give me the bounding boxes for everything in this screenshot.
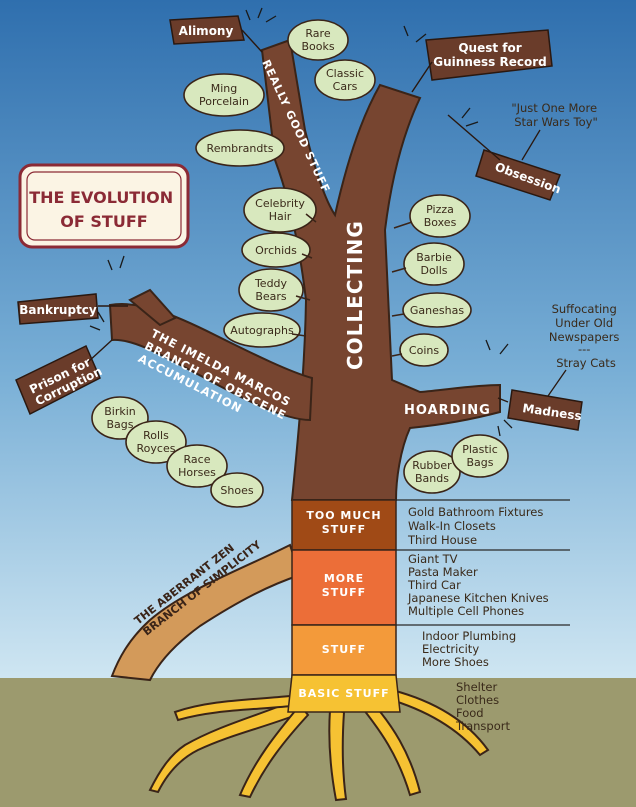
leaf-autographs: Autographs [223, 312, 301, 348]
sparkles [89, 7, 513, 437]
sign-bankruptcy: Bankruptcy [17, 293, 99, 325]
hoarding-label: HOARDING [404, 403, 491, 418]
tier-dividers [396, 499, 570, 626]
tier-basic-stuff-items: Shelter Clothes Food Transport [455, 680, 510, 733]
leaf-stems [291, 213, 413, 357]
bankruptcy-twig [128, 288, 177, 327]
svg-text:Rembrandts: Rembrandts [207, 142, 274, 155]
note-suffocating-connector [547, 369, 567, 397]
svg-text:Coins: Coins [409, 344, 439, 357]
title: THE EVOLUTION OF STUFF [29, 188, 179, 231]
sign-madness: Madness [507, 389, 583, 431]
tier-stuff-label: STUFF [322, 643, 366, 656]
sign-alimony: Alimony [169, 15, 245, 45]
svg-text:Autographs: Autographs [230, 324, 294, 337]
svg-text:Orchids: Orchids [255, 244, 297, 257]
sign-prison: Prison forCorruption [15, 344, 104, 416]
tier-too-much-stuff-band [291, 499, 397, 551]
svg-text:Ganeshas: Ganeshas [410, 304, 464, 317]
collecting-label: COLLECTING [343, 220, 367, 370]
svg-text:Alimony: Alimony [179, 24, 234, 38]
svg-text:Bankruptcy: Bankruptcy [19, 303, 97, 317]
svg-text:Shoes: Shoes [220, 484, 253, 497]
leaf-shoes: Shoes [210, 472, 264, 508]
sign-connectors [87, 29, 509, 403]
title-plaque: THE EVOLUTION OF STUFF [18, 163, 190, 249]
tier-more-stuff-items: Giant TV Pasta Maker Third Car Japanese … [407, 552, 552, 618]
tier-basic-stuff-label: BASIC STUFF [298, 687, 389, 700]
tier-basic-stuff-band [287, 674, 401, 713]
leaf-orchids: Orchids [241, 232, 311, 268]
leaf-coins: Coins [399, 333, 449, 367]
tier-stuff-band [291, 624, 397, 676]
imelda-branch [108, 303, 314, 422]
tier-more-stuff-band [291, 549, 397, 626]
tier-stuff-items: Indoor Plumbing Electricity More Shoes [422, 629, 520, 669]
leaf-ganeshas: Ganeshas [402, 292, 472, 328]
zen-branch [110, 543, 302, 682]
roots [148, 688, 490, 802]
tier-too-much-stuff-items: Gold Bathroom Fixtures Walk-In Closets T… [407, 505, 547, 547]
note-star-wars-connector [521, 129, 541, 161]
note-suffocating: Suffocating Under Old Newspapers --- Str… [549, 302, 623, 370]
leaf-rembrandts: Rembrandts [195, 129, 285, 167]
note-star-wars: "Just One More Star Wars Toy" [511, 101, 600, 129]
